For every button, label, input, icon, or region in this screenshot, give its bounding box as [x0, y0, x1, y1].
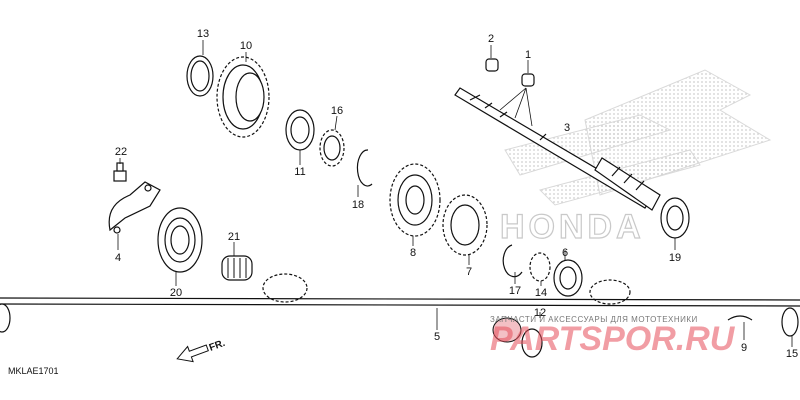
mainshaft[interactable] — [454, 87, 661, 211]
front-arrow-icon — [176, 344, 209, 363]
seal-15[interactable] — [781, 307, 799, 337]
callout-20[interactable]: 20 — [170, 287, 182, 299]
washer-14[interactable] — [529, 252, 551, 282]
callout-4[interactable]: 4 — [115, 252, 121, 264]
leader-lines — [117, 40, 793, 347]
washer-16[interactable] — [319, 129, 345, 167]
callout-15[interactable]: 15 — [786, 348, 798, 360]
diagram-code: MKLAE1701 — [8, 366, 59, 376]
callout-18[interactable]: 18 — [352, 199, 364, 211]
gear-10[interactable] — [216, 56, 270, 138]
gear-8[interactable] — [389, 163, 441, 237]
gear-7[interactable] — [442, 194, 488, 256]
washer-13[interactable] — [186, 55, 214, 97]
callout-10[interactable]: 10 — [240, 40, 252, 52]
callout-21[interactable]: 21 — [228, 231, 240, 243]
set-plate-4[interactable] — [108, 181, 161, 234]
ring-left-edge — [0, 303, 11, 333]
honda-wing-logo: HONDA — [499, 69, 772, 247]
snap-ring-18[interactable] — [356, 149, 373, 187]
callout-5[interactable]: 5 — [434, 331, 440, 343]
callout-12[interactable]: 12 — [534, 307, 546, 319]
honda-text: HONDA — [500, 208, 645, 246]
dowel-pin-1[interactable] — [521, 73, 535, 87]
bearing-20[interactable] — [157, 207, 203, 273]
countershaft-5[interactable] — [0, 297, 800, 307]
callout-1[interactable]: 1 — [525, 49, 531, 61]
oil-seal-19[interactable] — [660, 197, 690, 239]
dowel-pin-2[interactable] — [485, 58, 499, 72]
callout-11[interactable]: 11 — [294, 166, 305, 178]
watermark-brand: PARTSPOR.RU — [490, 320, 736, 358]
callout-14[interactable]: 14 — [535, 287, 547, 299]
callout-labels: 13 10 2 1 3 16 22 11 18 4 21 8 7 19 6 17… — [115, 28, 798, 360]
bolt-22[interactable] — [113, 162, 127, 182]
needle-bearing-12[interactable] — [492, 317, 543, 358]
callout-3[interactable]: 3 — [564, 122, 570, 134]
front-direction-indicator: FR. — [176, 338, 227, 363]
callout-17[interactable]: 17 — [509, 285, 521, 297]
bushing-6[interactable] — [553, 259, 583, 297]
collar-9[interactable] — [727, 315, 753, 321]
callout-7[interactable]: 7 — [466, 266, 472, 278]
snap-ring-17[interactable] — [502, 244, 523, 278]
watermark-tagline: ЗАПЧАСТИ И АКСЕССУАРЫ ДЛЯ МОТОТЕХНИКИ — [490, 315, 698, 324]
callout-16[interactable]: 16 — [331, 105, 343, 117]
callout-6[interactable]: 6 — [562, 247, 568, 259]
gear-14[interactable] — [262, 273, 308, 303]
watermark: ЗАПЧАСТИ И АКСЕССУАРЫ ДЛЯ МОТОТЕХНИКИ PA… — [490, 315, 736, 358]
callout-22[interactable]: 22 — [115, 146, 127, 158]
callout-8[interactable]: 8 — [410, 247, 416, 259]
bushing-11[interactable] — [285, 109, 315, 151]
direction-label: FR. — [208, 338, 227, 354]
callout-9[interactable]: 9 — [741, 342, 747, 354]
callout-13[interactable]: 13 — [197, 28, 209, 40]
needle-bearing-21[interactable] — [221, 255, 253, 281]
callout-2[interactable]: 2 — [488, 33, 494, 45]
callout-19[interactable]: 19 — [669, 252, 681, 264]
gear-partial — [589, 279, 631, 305]
